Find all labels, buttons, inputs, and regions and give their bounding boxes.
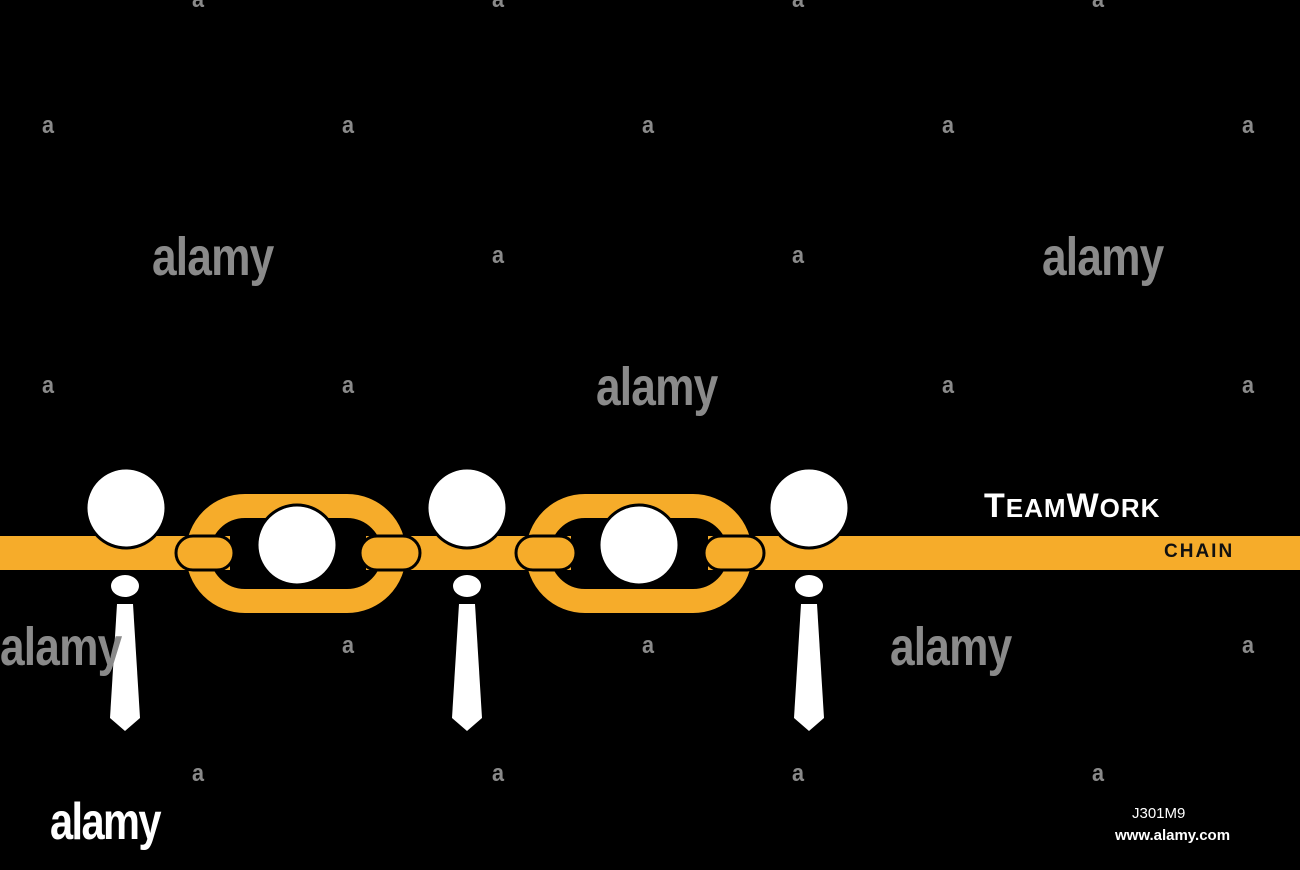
- link-head-1: [255, 503, 339, 587]
- chain-bar-cap-3: [514, 534, 578, 572]
- site-url-label: www.alamy.com: [1115, 827, 1231, 844]
- watermark-brand: alamy: [890, 617, 1012, 677]
- chain-bar-cap-1: [174, 534, 236, 572]
- watermark-brand: alamy: [596, 357, 718, 417]
- watermark-mark: a: [1092, 760, 1104, 787]
- person-head: [767, 466, 851, 550]
- tie-icon: [110, 604, 140, 731]
- image-id-label: J301M9: [1132, 805, 1186, 822]
- watermark-mark: a: [342, 632, 354, 659]
- watermark-mark: a: [942, 112, 954, 139]
- title-rest-ork: ORK: [1099, 493, 1161, 523]
- watermark-mark: a: [492, 0, 504, 12]
- watermark-mark: a: [642, 112, 654, 139]
- title-initial-w: W: [1066, 487, 1100, 525]
- watermark-mark: a: [192, 0, 204, 12]
- tie-icon: [794, 604, 824, 731]
- watermark-mark: a: [1242, 112, 1254, 139]
- chain-bar-cap-2: [358, 534, 422, 572]
- teamwork-title: TEAMWORK: [984, 489, 1274, 523]
- title-rest-eam: EAM: [1005, 493, 1067, 523]
- watermark-mark: a: [1092, 0, 1104, 12]
- watermark-mark: a: [42, 112, 54, 139]
- person-figure-1: [84, 466, 168, 731]
- person-figure-2: [425, 466, 509, 731]
- watermark-mark: a: [792, 242, 804, 269]
- watermark-mark: a: [792, 760, 804, 787]
- link-head-2: [597, 503, 681, 587]
- watermark-mark: a: [1242, 632, 1254, 659]
- watermark-mark: a: [492, 242, 504, 269]
- chain-subtitle: CHAIN: [1164, 541, 1235, 562]
- tie-knot: [453, 575, 481, 597]
- watermark-brand: alamy: [152, 227, 274, 287]
- chain-bar-cap-4: [702, 534, 766, 572]
- person-head: [425, 466, 509, 550]
- tie-knot: [795, 575, 823, 597]
- tie-knot: [111, 575, 139, 597]
- watermark-mark: a: [792, 0, 804, 12]
- watermark-brand: alamy: [0, 617, 122, 677]
- tie-icon: [452, 604, 482, 731]
- watermark-mark: a: [192, 760, 204, 787]
- person-head: [84, 466, 168, 550]
- watermark-brand: alamy: [1042, 227, 1164, 287]
- person-figure-3: [767, 466, 851, 731]
- alamy-logo: alamy: [50, 793, 162, 851]
- title-initial-t: T: [984, 487, 1006, 525]
- watermark-mark: a: [42, 372, 54, 399]
- watermark-mark: a: [342, 112, 354, 139]
- watermark-mark: a: [642, 632, 654, 659]
- watermark-mark: a: [942, 372, 954, 399]
- watermark-mark: a: [492, 760, 504, 787]
- watermark-mark: a: [342, 372, 354, 399]
- watermark-mark: a: [1242, 372, 1254, 399]
